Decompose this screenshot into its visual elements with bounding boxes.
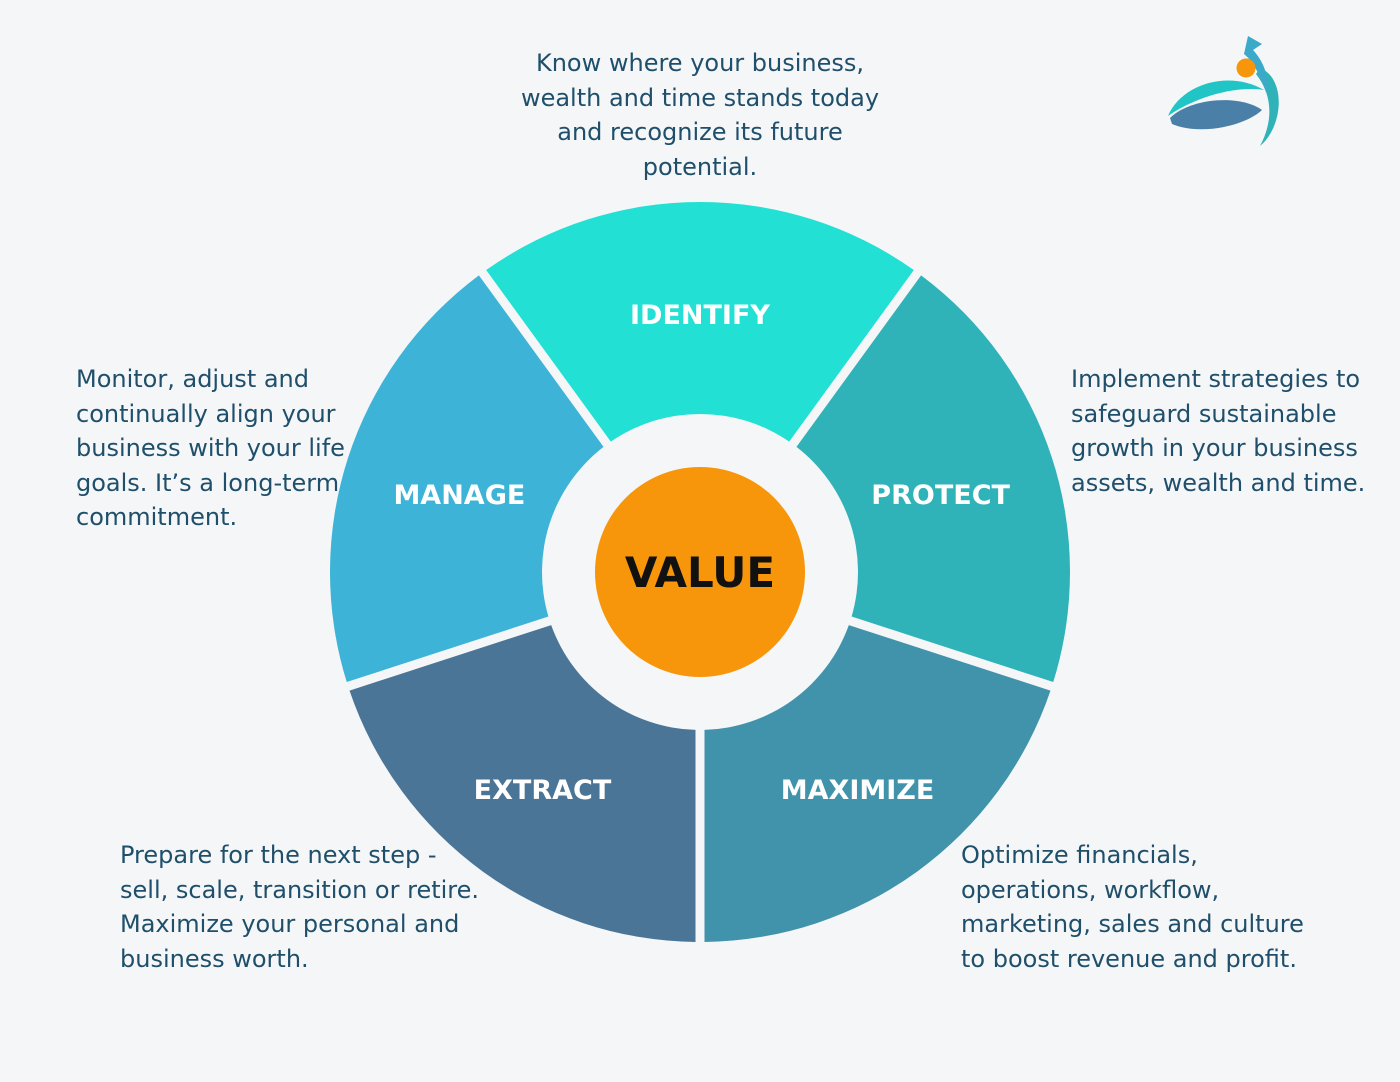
segment-label-identify: IDENTIFY bbox=[630, 300, 770, 331]
segment-protect bbox=[796, 275, 1070, 683]
segment-manage bbox=[330, 275, 604, 683]
segment-identify bbox=[486, 202, 914, 442]
segment-label-maximize: MAXIMIZE bbox=[781, 775, 935, 806]
segment-extract bbox=[349, 625, 696, 942]
segment-label-manage: MANAGE bbox=[393, 480, 525, 511]
maximize-description: Optimize financials, operations, workflo… bbox=[961, 841, 1304, 973]
identify-description: Know where your business, wealth and tim… bbox=[520, 49, 880, 181]
segment-label-protect: PROTECT bbox=[871, 480, 1010, 511]
segment-label-extract: EXTRACT bbox=[474, 775, 612, 806]
extract-description: Prepare for the next step - sell, scale,… bbox=[120, 841, 480, 973]
value-center-circle bbox=[595, 467, 805, 677]
manage-description: Monitor, adjust and continually align yo… bbox=[76, 365, 345, 531]
company-logo-icon bbox=[1168, 36, 1279, 146]
protect-description: Implement strategies to safeguard sustai… bbox=[1071, 365, 1366, 497]
value-center-label: VALUE bbox=[625, 548, 775, 597]
segment-maximize bbox=[704, 625, 1051, 942]
